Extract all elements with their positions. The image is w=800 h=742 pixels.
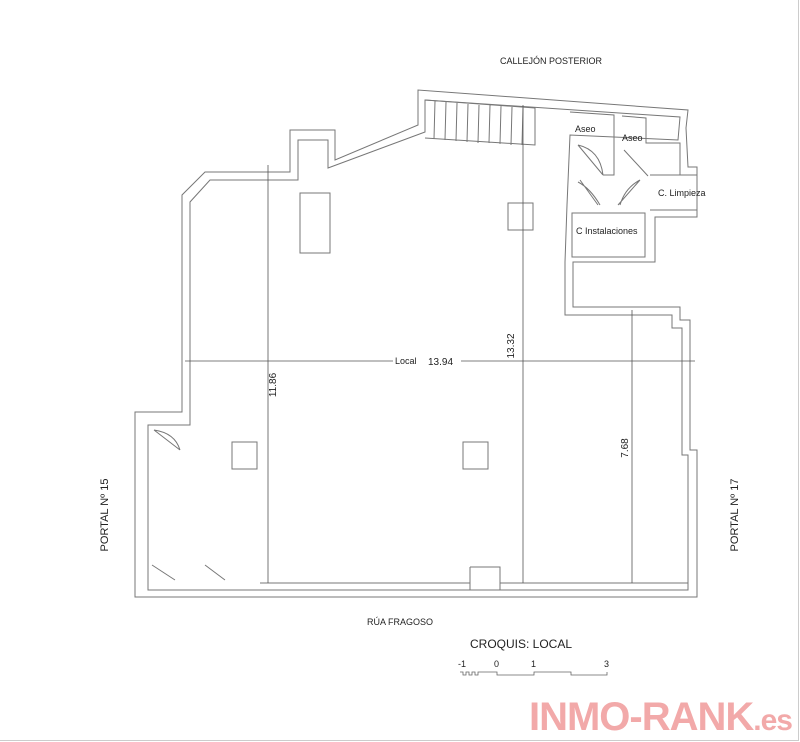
stairs — [424, 99, 536, 146]
pillar — [231, 441, 258, 470]
dim-center: 13.32 — [506, 333, 517, 358]
room-aseo-1: Aseo — [575, 124, 596, 134]
dim-left: 11.86 — [268, 372, 279, 397]
storefront — [260, 566, 688, 591]
room-limpieza: C. Limpieza — [658, 188, 706, 198]
dim-width: 13.94 — [428, 357, 453, 368]
pillar — [462, 441, 489, 470]
watermark-text: INMO-RANK — [528, 695, 754, 739]
scale-label: -1 — [458, 659, 466, 669]
dim-right: 7.68 — [620, 438, 631, 458]
room-local: Local — [395, 356, 417, 366]
street-right: PORTAL Nº 17 — [729, 479, 741, 552]
watermark-suffix: .es — [753, 704, 793, 737]
inner-wall — [147, 99, 689, 591]
plan-title: CROQUIS: LOCAL — [470, 637, 572, 651]
scale-bar: -1 0 1 3 — [458, 659, 609, 676]
doors — [151, 144, 649, 581]
pillar — [507, 202, 534, 231]
street-left: PORTAL Nº 15 — [99, 479, 111, 552]
room-instalaciones: C Instalaciones — [576, 226, 638, 236]
scale-label: 1 — [531, 659, 536, 669]
dimension-lines — [185, 105, 695, 583]
scale-label: 3 — [604, 659, 609, 669]
room-aseo-2: Aseo — [622, 133, 643, 143]
service-walls — [569, 111, 697, 258]
outer-wall — [134, 89, 698, 598]
street-bottom: RÚA FRAGOSO — [367, 617, 433, 627]
watermark-logo: INMO-RANK.es — [528, 695, 793, 740]
scale-label: 0 — [494, 659, 499, 669]
label-backdrop — [393, 355, 461, 367]
street-top: CALLEJÓN POSTERIOR — [500, 56, 603, 66]
pillar — [299, 192, 331, 254]
